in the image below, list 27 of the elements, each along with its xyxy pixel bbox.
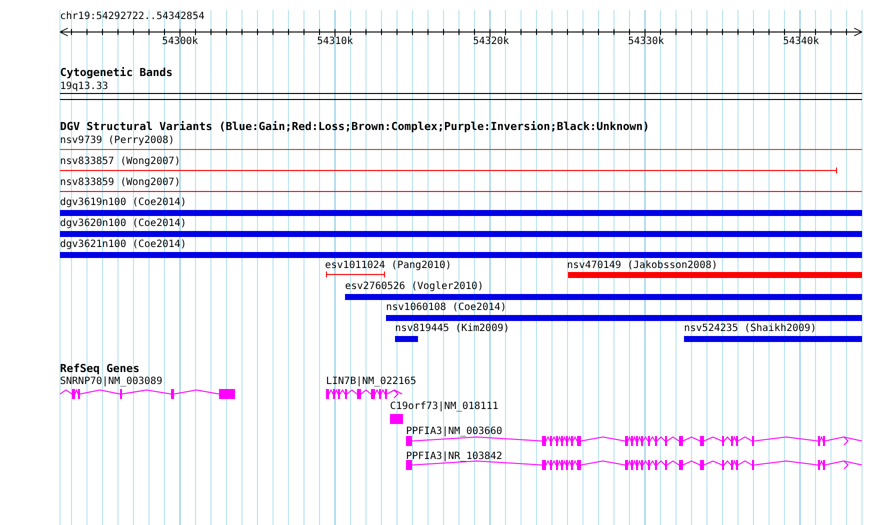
gene-label: SNRNP70|NM_003089 — [60, 376, 162, 388]
gene-label: C19orf73|NM_018111 — [390, 401, 498, 413]
track-heading: RefSeq Genes — [60, 363, 140, 375]
variant-label: esv1011024 (Pang2010) — [325, 260, 452, 272]
variant-label: nsv1060108 (Coe2014) — [386, 302, 506, 314]
variant-label: dgv3620n100 (Coe2014) — [60, 218, 186, 230]
variant-label: nsv9739 (Perry2008) — [60, 135, 174, 147]
track-heading: Cytogenetic Bands — [60, 67, 173, 79]
variant-label: nsv524235 (Shaikh2009) — [684, 323, 816, 335]
variant-label: nsv470149 (Jakobsson2008) — [567, 260, 718, 272]
tick-label: 54330k — [628, 36, 664, 48]
track-heading: DGV Structural Variants (Blue:Gain;Red:Loss;Brown:Complex;Purple:Inversion;Black:Unknown) — [60, 121, 650, 133]
gene-label: LIN7B|NM_022165 — [326, 376, 416, 388]
coordinate-label: chr19:54292722..54342854 — [60, 11, 204, 23]
band-label: 19q13.33 — [60, 81, 108, 93]
gene-label: PPFIA3|NR_103842 — [406, 451, 502, 463]
variant-label: nsv819445 (Kim2009) — [395, 323, 510, 335]
gene-label: PPFIA3|NM_003660 — [406, 426, 502, 438]
tick-label: 54310k — [316, 36, 354, 48]
tick-label: 54300k — [162, 36, 198, 48]
variant-label: nsv833859 (Wong2007) — [60, 177, 180, 189]
variant-label: dgv3621n100 (Coe2014) — [60, 239, 186, 251]
tick-label: 54340k — [782, 36, 820, 48]
variant-label: esv2760526 (Vogler2010) — [345, 281, 484, 293]
variant-label: nsv833857 (Wong2007) — [60, 156, 180, 168]
tick-label: 54320k — [472, 36, 510, 48]
variant-label: dgv3619n100 (Coe2014) — [60, 197, 186, 209]
